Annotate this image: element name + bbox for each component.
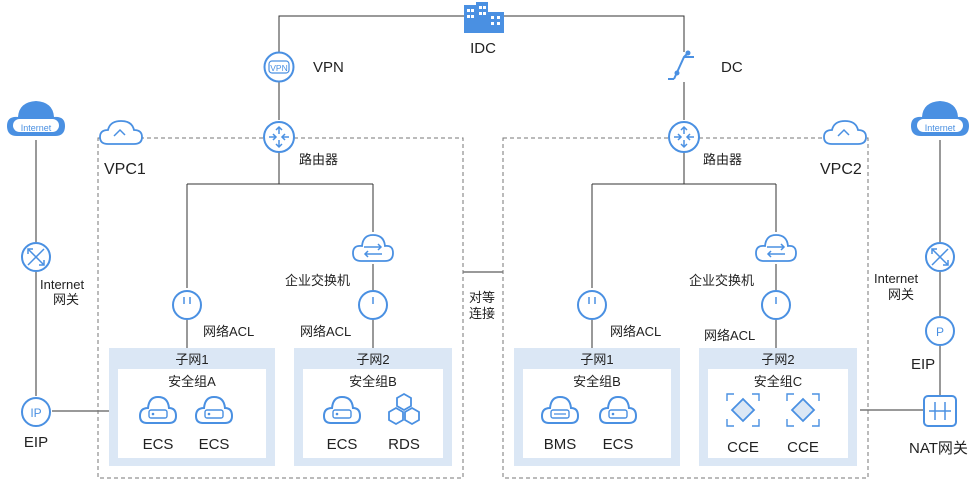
vpc2-router-icon: [668, 121, 700, 153]
vpc2-subnet2-acl-label: 网络ACL: [704, 328, 756, 343]
peering-connection-label: 对等 连接: [465, 290, 499, 322]
vpc2-name: VPC2: [820, 161, 862, 178]
idc-building-icon: [464, 2, 504, 33]
left-gateway-label-1: Internet: [40, 277, 85, 292]
idc-label: IDC: [470, 40, 496, 57]
vpc1-cloud-icon: [99, 120, 143, 145]
idc-to-vpn-line: [278, 15, 484, 52]
vpc1-switch-label: 企业交换机: [285, 273, 351, 288]
vpc2-security-group-c: [708, 369, 848, 458]
vpc2-subnet1-title: 子网1: [580, 352, 614, 367]
nat-gateway-label: NAT网关: [909, 440, 968, 457]
right-eip-label: EIP: [911, 356, 936, 373]
vpc2-sg-b-label: 安全组B: [573, 374, 621, 389]
vpc2-subnet1-acl-icon: [577, 290, 607, 320]
left-gateway-label-2: 网关: [53, 292, 80, 307]
vpc2-cloud-icon: [823, 120, 867, 145]
vpc2-server-label-2: ECS: [602, 436, 634, 453]
left-eip-icon: IP: [21, 397, 51, 427]
vpn-label: VPN: [313, 59, 344, 76]
idc-to-dc-line: [484, 15, 685, 52]
rds-icon: [388, 392, 420, 426]
peering-label-line2: 连接: [468, 306, 495, 321]
cce-icon-2: [786, 393, 820, 427]
vpc1-server-label-4: RDS: [388, 436, 420, 453]
nat-gateway-icon: [923, 395, 957, 427]
right-internet-cloud-icon: [911, 101, 969, 136]
vpc2-switch-label: 企业交换机: [689, 273, 755, 288]
vpc1-router-icon: [263, 121, 295, 153]
vpc2-switch-icon: [755, 234, 797, 262]
vpc1-switch-icon: [352, 234, 394, 262]
vpc1-router-label: 路由器: [299, 152, 339, 167]
vpc2-router-label: 路由器: [703, 152, 743, 167]
vpc2-server-label-1: BMS: [543, 436, 577, 453]
vpc2-server-label-4: CCE: [787, 439, 819, 456]
svg-text:P: P: [936, 325, 944, 339]
vpc1-subnet2-acl-icon: [358, 290, 388, 320]
right-gateway-label-2: 网关: [888, 287, 915, 302]
left-internet-cloud-icon: [7, 101, 65, 136]
dc-connect-icon: [668, 50, 694, 80]
vpc2-sg-c-label: 安全组C: [753, 374, 803, 389]
vpc1-ecs-icon-1: [138, 395, 178, 424]
vpc1-subnet1-acl-label: 网络ACL: [203, 324, 255, 339]
vpc1-ecs-icon-2: [194, 395, 234, 424]
dc-label: DC: [721, 59, 743, 76]
right-internet-label: Internet: [924, 123, 956, 133]
right-internet-gateway-icon: [925, 242, 955, 272]
peering-label-line1: 对等: [468, 290, 495, 305]
svg-text:IP: IP: [30, 406, 41, 420]
vpc1-sg-b-label: 安全组B: [349, 374, 397, 389]
vpc2-subnet2-acl-icon: [761, 290, 791, 320]
left-eip-label: EIP: [23, 434, 49, 451]
left-internet-gateway-icon: [21, 242, 51, 272]
vpn-icon: VPN: [263, 51, 295, 83]
right-eip-icon: P: [925, 316, 955, 346]
vpc2-ecs-icon: [598, 395, 638, 424]
vpc1-name: VPC1: [104, 161, 146, 178]
vpc1-subnet2-acl-label: 网络ACL: [300, 324, 352, 339]
vpc1-server-label-3: ECS: [326, 436, 358, 453]
vpc1-subnet1-title: 子网1: [175, 352, 209, 367]
bms-icon: [540, 395, 580, 424]
vpc1-ecs-icon-3: [322, 395, 362, 424]
cce-icon-1: [726, 393, 760, 427]
vpc2-subnet1-acl-label: 网络ACL: [610, 324, 662, 339]
right-gateway-label-1: Internet: [874, 271, 919, 286]
vpc2-server-label-3: CCE: [727, 439, 759, 456]
vpc1-sg-a-label: 安全组A: [168, 374, 216, 389]
vpc1-server-label-2: ECS: [198, 436, 230, 453]
vpc1-subnet1-acl-icon: [172, 290, 202, 320]
left-internet-label: Internet: [20, 123, 52, 133]
vpc1-subnet2-title: 子网2: [356, 352, 390, 367]
svg-text:VPN: VPN: [270, 63, 287, 73]
vpc2-subnet2-title: 子网2: [761, 352, 795, 367]
vpc1-server-label-1: ECS: [142, 436, 174, 453]
